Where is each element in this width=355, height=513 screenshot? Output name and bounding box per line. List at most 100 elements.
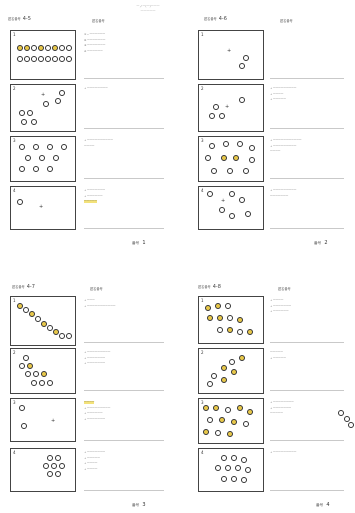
frame-label: 3 [201,400,204,405]
marker [207,381,213,387]
diagram-frame: 1 [10,30,76,80]
note-line: 一一一一 [84,144,164,150]
marker [241,457,247,463]
marker [45,45,51,51]
marker [215,465,221,471]
note-line: → 一一一一一一一 [84,417,164,423]
marker [59,56,65,62]
marker [19,166,25,172]
cross-marker: + [225,105,229,110]
rule-line [270,178,344,179]
marker [344,416,350,422]
note-line: 一一一一一一一 [270,194,344,200]
marker [231,419,237,425]
marker [41,321,47,327]
note-line: 一一一一一 [84,199,164,205]
rule-line [84,78,164,79]
diagram-frame: 3 + [10,398,76,442]
marker [211,373,217,379]
note-line: → 一一一一一一一 [84,361,164,367]
marker [21,119,27,125]
marker [217,327,223,333]
worksheet-4: 題名番号4-8 題名番号 1 → 一一一一 → 一一一一一一一 → 一一一一一一… [178,258,355,513]
marker [27,110,33,116]
marker [207,417,213,423]
marker [215,430,221,436]
marker [66,333,72,339]
marker [41,371,47,377]
note-block: → 一一一 → 一一一一一一一一一一一 [84,298,164,309]
marker [31,119,37,125]
marker [52,56,58,62]
marker [231,476,237,482]
note-block: → 一一一一一一一一一 → 一一一一一一一 → 一一一一一一一 [84,350,164,367]
marker [55,98,61,104]
marker [19,110,25,116]
cross-marker: + [221,199,225,204]
note-block: → 一一一一一一一一一一 一一一一 [84,138,164,149]
marker [245,211,251,217]
marker [237,405,243,411]
marker [45,56,51,62]
rule-line [84,178,164,179]
frame-label: 4 [201,450,204,455]
marker [31,380,37,386]
marker [237,141,243,147]
marker [239,97,245,103]
page-number: 番号 3 [132,502,146,508]
marker [19,405,25,411]
rule-line [270,390,344,391]
marker [229,213,235,219]
header-value: 4-5 [23,16,31,22]
frame-label: 1 [13,32,16,37]
marker [231,369,237,375]
diagram-frame: 3 [198,136,264,182]
marker [25,155,31,161]
marker [209,143,215,149]
sheet-header-right: 題名番号 [92,18,105,23]
sheet-header-right: 題名番号 [90,286,103,291]
diagram-frame: 2 [10,348,76,394]
header-label: 題名番号 [12,285,25,289]
marker [205,305,211,311]
marker [239,63,245,69]
rule-line [84,440,164,441]
marker [29,311,35,317]
header-label: 題名番号 [8,17,21,21]
marker [241,477,247,483]
rule-line [270,78,344,79]
marker [215,303,221,309]
marker [207,191,213,197]
marker [66,56,72,62]
worksheet-1: 題名番号4-5 題名番号 1 ① ─ 一一一一一一 ② 一一一一一一一 ③ 一一… [0,0,178,255]
diagram-frame: 3 [198,398,264,444]
marker [213,405,219,411]
marker [227,168,233,174]
cross-marker: + [227,49,231,54]
page-number: 番号 4 [316,502,330,508]
marker [31,45,37,51]
marker [61,144,67,150]
frame-label: 2 [13,86,16,91]
worksheet-3: 題名番号4-7 題名番号 1 → 一一一 → 一一一一一一一一一一一 2 → 一… [0,258,178,513]
header-label: 題名番号 [204,17,217,21]
note-line: 一一一一 [270,149,344,155]
note-block: → 一一一一一一一一一 [270,450,344,456]
frame-label: 3 [13,400,16,405]
marker [235,465,241,471]
frame-label: 1 [201,298,204,303]
note-block: → 一一一一一一一一 [84,86,164,92]
marker [229,191,235,197]
marker [59,45,65,51]
diagram-frame: 4 + [10,186,76,230]
highlight-text: 一一一一一 [84,200,97,203]
marker [239,355,245,361]
sheet-header-right: 題名番号 [280,18,293,23]
marker [43,463,49,469]
frame-label: 2 [201,86,204,91]
marker [43,101,49,107]
page-number: 番号 2 [314,240,328,246]
marker [59,463,65,469]
marker [221,365,227,371]
